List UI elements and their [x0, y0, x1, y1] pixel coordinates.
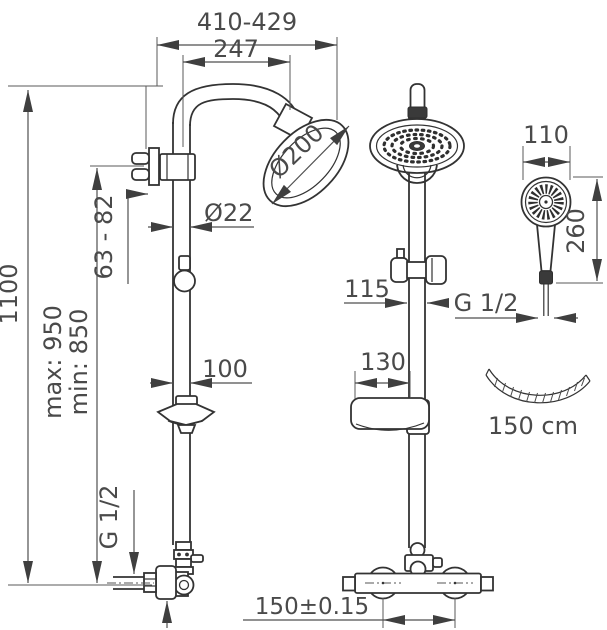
nozzle-ring-inner [398, 136, 436, 156]
gooseneck-arm [172, 83, 300, 127]
wall-inlet-elbow [107, 565, 195, 600]
column-pipe-front [408, 116, 426, 548]
dimension-labels: 410-429 247 Ø200 Ø22 63 - 82 1100 max: 9… [0, 8, 590, 620]
hand-shower [520, 176, 572, 316]
dimension-lines [23, 40, 602, 628]
diverter-dish-side [156, 395, 216, 434]
label-height-max: max: 950 [39, 305, 67, 419]
label-hose-length: 150 cm [488, 412, 578, 440]
hand-shower-nut [539, 270, 553, 285]
label-height-min: min: 850 [65, 309, 93, 416]
hose-corrugations [494, 377, 585, 404]
slider-bracket-front [390, 248, 447, 285]
overhead-shower-front [369, 118, 465, 184]
column-pipe-side [172, 122, 191, 545]
hand-shower-handle [536, 223, 556, 272]
slider-knob-side [173, 255, 196, 293]
label-soapdish-width: 130 [360, 348, 406, 376]
label-inlet-thread: G 1/2 [95, 485, 123, 550]
label-pipe-diameter: Ø22 [204, 199, 253, 227]
label-handshower-width: 110 [523, 121, 569, 149]
head-joint [407, 106, 428, 119]
label-total-height: 1100 [0, 263, 23, 324]
label-arm-reach: 247 [213, 35, 259, 63]
nozzle-ring-middle [390, 132, 444, 160]
nozzle-ring-outer [382, 128, 452, 164]
wall-bracket [131, 147, 196, 186]
shower-column-side-view [107, 83, 350, 600]
label-slider-width: 115 [344, 275, 390, 303]
mixer-cap-left [342, 576, 356, 592]
check-valve-assembly [173, 541, 204, 575]
shower-hose-icon [485, 368, 591, 404]
dim-head-diameter [271, 125, 350, 205]
head-center-cap [414, 144, 420, 148]
soap-dish-front [350, 397, 430, 435]
label-inlet-spacing: 150±0.15 [255, 594, 369, 620]
head-holder-arc [396, 164, 438, 184]
label-handshower-length: 260 [562, 208, 590, 254]
mixer-valve [342, 566, 494, 600]
label-bracket-adjust: 63 - 82 [90, 195, 118, 280]
dim-inlet-thread [129, 490, 172, 628]
hand-shower-nozzles [528, 184, 564, 220]
label-handshower-thread: G 1/2 [454, 289, 519, 317]
shower-column-front-view [342, 83, 494, 600]
mixer-cap-right [480, 576, 494, 592]
hand-shower-stem [543, 284, 549, 316]
label-diverter-width: 100 [202, 355, 248, 383]
dim-bracket-adjust [126, 189, 148, 284]
mixer-connector [404, 542, 443, 578]
label-span-range: 410-429 [197, 8, 297, 36]
